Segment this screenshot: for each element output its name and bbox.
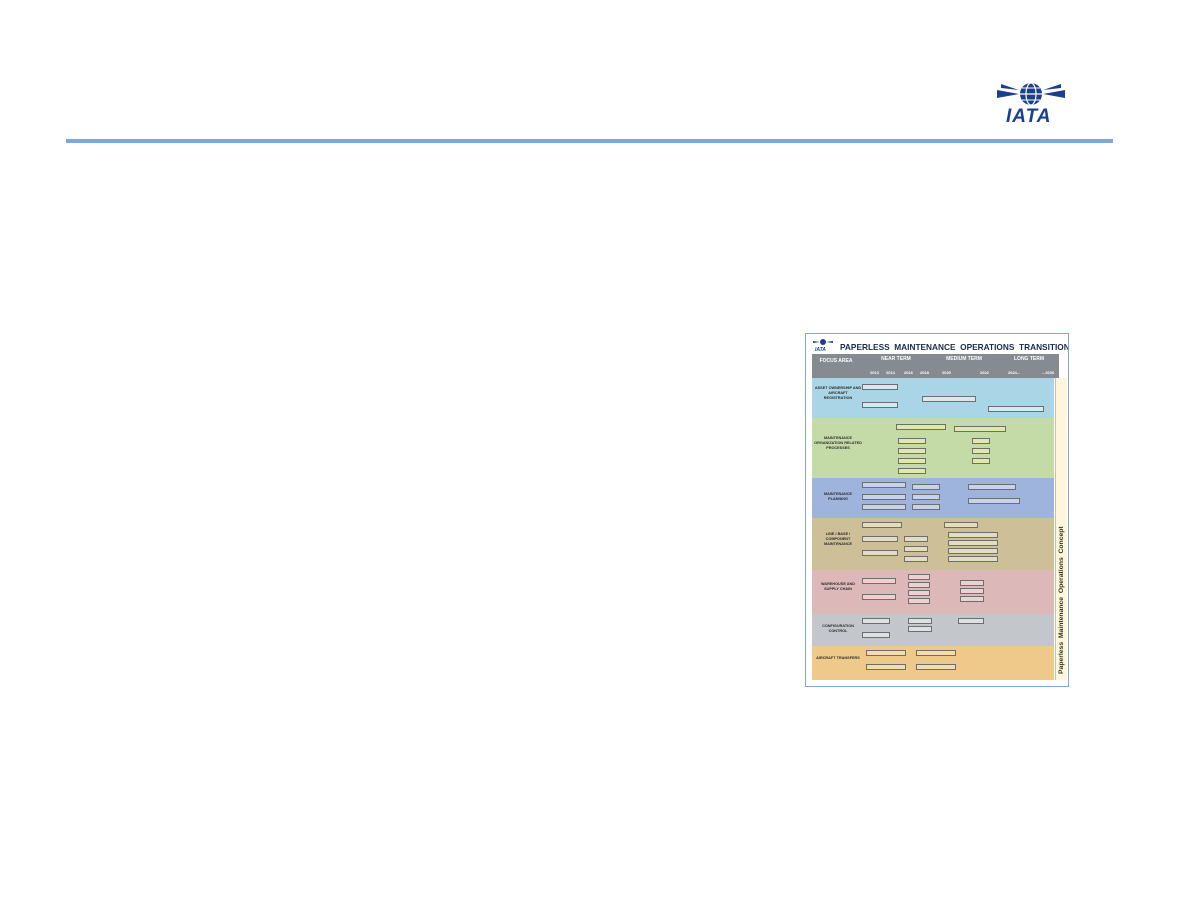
iata-logo-text: IATA: [1006, 106, 1052, 127]
roadmap-image: IATA PAPERLESS MAINTENANCE OPERATIONS TR…: [805, 333, 1069, 687]
band-aircraft-transfers: AIRCRAFT TRANSFERS: [812, 646, 1054, 680]
roadmap-header: FOCUS AREA NEAR TERM MEDIUM TERM LONG TE…: [812, 354, 1059, 378]
band-maintenance-organization: MAINTENANCE ORGANIZATION RELATED PROCESS…: [812, 418, 1054, 478]
band-maintenance-planning: MAINTENANCE PLANNING: [812, 478, 1054, 518]
roadmap-item: [866, 664, 906, 670]
roadmap-item: [898, 438, 926, 444]
roadmap-item: [862, 550, 898, 556]
band-label: AIRCRAFT TRANSFERS: [816, 656, 860, 660]
iata-globe-logo-icon: [997, 82, 1065, 106]
svg-text:IATA: IATA: [815, 347, 826, 352]
roadmap-item: [862, 536, 898, 542]
band-label: CONFIGURATION CONTROL: [822, 624, 854, 633]
roadmap-item: [908, 582, 930, 588]
year-label: 2024...: [1008, 370, 1021, 375]
concept-side-bar: [1055, 378, 1067, 680]
roadmap-item: [912, 484, 940, 490]
year-label: 2018: [920, 370, 929, 375]
roadmap-item: [908, 590, 930, 596]
roadmap-item: [912, 494, 940, 500]
roadmap-item: [862, 482, 906, 488]
year-label: ...2030: [1042, 370, 1055, 375]
band-label: ASSET OWNERSHIP AND AIRCRAFT REGISTRATIO…: [814, 386, 862, 400]
year-label: 2014: [886, 370, 895, 375]
roadmap-item: [862, 618, 890, 624]
roadmap-item: [908, 626, 932, 632]
roadmap-item: [948, 540, 998, 546]
roadmap-item: [988, 406, 1044, 412]
roadmap-item: [968, 498, 1020, 504]
roadmap-item: [948, 548, 998, 554]
roadmap-item: [898, 458, 926, 464]
band-configuration-control: CONFIGURATION CONTROL: [812, 614, 1054, 646]
roadmap-item: [904, 556, 928, 562]
roadmap-item: [972, 458, 990, 464]
roadmap-item: [898, 448, 926, 454]
roadmap-item: [908, 574, 930, 580]
roadmap-item: [908, 598, 930, 604]
roadmap-item: [866, 650, 906, 656]
roadmap-item: [958, 618, 984, 624]
year-label: 2022: [980, 370, 989, 375]
roadmap-item: [898, 468, 926, 474]
roadmap-item: [862, 522, 902, 528]
roadmap-item: [862, 504, 906, 510]
year-label: 2016: [904, 370, 913, 375]
roadmap-item: [922, 396, 976, 402]
roadmap-item: [972, 438, 990, 444]
band-label: WAREHOUSE AND SUPPLY CHAIN: [820, 582, 856, 591]
roadmap-item: [972, 448, 990, 454]
roadmap-item: [896, 424, 946, 430]
roadmap-item: [862, 402, 898, 408]
band-label: LINE / BASE / COMPONENT MAINTENANCE: [823, 532, 853, 546]
band-line-base-component: LINE / BASE / COMPONENT MAINTENANCE: [812, 518, 1054, 570]
roadmap-item: [954, 426, 1006, 432]
iata-mini-logo-icon: IATA: [813, 339, 833, 352]
band-asset-ownership: ASSET OWNERSHIP AND AIRCRAFT REGISTRATIO…: [812, 378, 1054, 418]
roadmap-title: PAPERLESS MAINTENANCE OPERATIONS TRANSIT…: [840, 342, 1069, 352]
year-label: 2020: [942, 370, 951, 375]
roadmap-item: [862, 494, 906, 500]
header-divider: [66, 139, 1113, 143]
roadmap-item: [904, 536, 928, 542]
medium-term-label: MEDIUM TERM: [946, 356, 982, 362]
roadmap-item: [862, 594, 896, 600]
roadmap-item: [862, 384, 898, 390]
roadmap-item: [908, 618, 932, 624]
focus-area-label: FOCUS AREA: [819, 358, 853, 364]
band-label: MAINTENANCE ORGANIZATION RELATED PROCESS…: [814, 436, 862, 450]
roadmap-item: [968, 484, 1016, 490]
long-term-label: LONG TERM: [1014, 356, 1044, 362]
band-label: MAINTENANCE PLANNING: [823, 492, 853, 501]
roadmap-item: [862, 632, 890, 638]
roadmap-item: [916, 650, 956, 656]
concept-side-label: Paperless Maintenance Operations Concept: [1058, 526, 1065, 674]
near-term-label: NEAR TERM: [881, 356, 911, 362]
roadmap-item: [904, 546, 928, 552]
roadmap-item: [862, 578, 896, 584]
roadmap-item: [960, 588, 984, 594]
roadmap-item: [948, 556, 998, 562]
roadmap-item: [916, 664, 956, 670]
roadmap-item: [944, 522, 978, 528]
roadmap-item: [912, 504, 940, 510]
roadmap-item: [960, 596, 984, 602]
band-warehouse-supply: WAREHOUSE AND SUPPLY CHAIN: [812, 570, 1054, 614]
year-label: 2013: [870, 370, 879, 375]
roadmap-item: [948, 532, 998, 538]
roadmap-item: [960, 580, 984, 586]
